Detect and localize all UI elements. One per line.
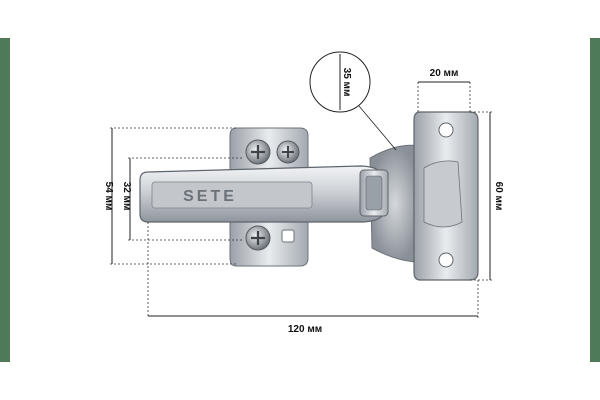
plate-slot [281, 229, 295, 243]
dim-top-width-label: 20 мм [430, 68, 459, 79]
wing-plate [413, 111, 479, 281]
screw-top-icon [245, 139, 271, 165]
dimension-arrows [111, 81, 491, 317]
screw-top-right-icon [276, 140, 300, 164]
dim-plate-outer-label: 54 мм [103, 182, 114, 211]
brand-mark: SETE [183, 188, 237, 205]
dim-total-length-label: 120 мм [288, 324, 322, 335]
screw-bottom-icon [245, 225, 271, 251]
dimension-lines [110, 82, 492, 318]
dim-cup-diameter-label: 35 мм [341, 68, 352, 97]
wing-hole-top [438, 122, 454, 138]
dim-plate-inner-label: 32 мм [121, 182, 132, 211]
wing-hole-bottom [438, 252, 454, 268]
hinge-arm [139, 165, 389, 223]
dim-height-right-label: 60 мм [493, 182, 504, 211]
cup-detail-callout [309, 51, 397, 151]
